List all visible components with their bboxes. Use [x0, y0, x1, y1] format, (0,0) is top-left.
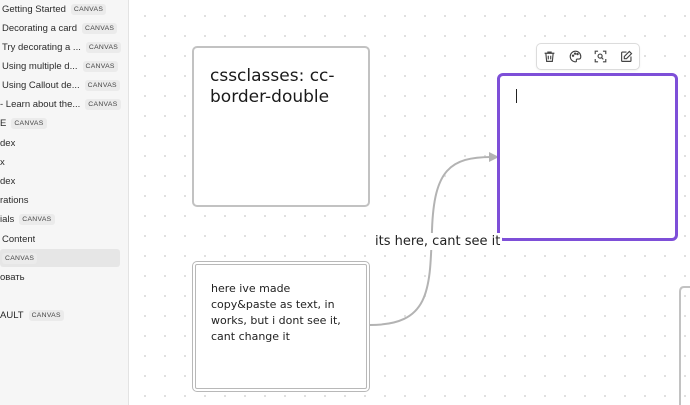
sidebar-item-label: dex [0, 137, 16, 149]
sidebar-item-active[interactable]: CANVAS [0, 249, 120, 267]
sidebar-item-label: Try decorating a ... [2, 41, 81, 53]
sidebar-item[interactable]: dex [0, 134, 127, 152]
edge-label[interactable]: its here, cant see it [373, 233, 503, 250]
sidebar-item[interactable]: Try decorating a ... CANVAS [0, 38, 127, 56]
canvas-badge: CANVAS [70, 3, 107, 15]
canvas-card-title[interactable]: cssclasses: cc-border-double [192, 46, 370, 207]
sidebar-item[interactable]: x [0, 153, 127, 171]
card-heading: cssclasses: cc-border-double [210, 66, 335, 107]
canvas-badge: CANVAS [85, 98, 121, 110]
sidebar-item-label: Getting Started [2, 3, 66, 15]
sidebar-item[interactable]: Getting Started CANVAS [0, 0, 127, 18]
edit-icon[interactable] [617, 48, 635, 66]
canvas-badge: CANVAS [28, 309, 64, 321]
canvas-badge: CANVAS [82, 60, 118, 72]
sidebar-item[interactable]: Using Callout de... CANVAS [0, 76, 127, 94]
sidebar-item[interactable]: AULT CANVAS [0, 306, 127, 324]
sidebar-item-label: E [0, 117, 7, 129]
canvas-card-note[interactable]: here ive made copy&paste as text, in wor… [192, 261, 370, 392]
sidebar-item[interactable]: Decorating a card CANVAS [0, 19, 127, 37]
offscreen-card-edge [679, 286, 690, 405]
card-text: here ive made copy&paste as text, in wor… [211, 282, 341, 343]
sidebar-item[interactable]: Using multiple d... CANVAS [0, 57, 127, 75]
sidebar-item-label: dex [0, 175, 16, 187]
sidebar-item-label: Using Callout de... [2, 79, 80, 91]
card-toolbar [536, 43, 640, 70]
trash-icon[interactable] [541, 48, 559, 66]
canvas-badge: CANVAS [2, 252, 38, 264]
canvas-badge: CANVAS [85, 41, 122, 53]
sidebar-item[interactable]: овать [0, 268, 127, 286]
sidebar-item[interactable]: Content [0, 230, 127, 248]
zoom-to-selection-icon[interactable] [592, 48, 610, 66]
sidebar-item[interactable]: dex [0, 172, 127, 190]
canvas-badge: CANVAS [84, 79, 120, 91]
sidebar-item-label: Content [2, 233, 36, 245]
canvas-badge: CANVAS [81, 22, 118, 34]
connection-edge[interactable] [369, 156, 493, 326]
sidebar-item[interactable]: E CANVAS [0, 114, 127, 132]
sidebar-item-label: x [0, 156, 5, 168]
selected-canvas-card[interactable] [497, 73, 678, 241]
sidebar-item-label: rations [0, 194, 29, 206]
sidebar-item-label: Decorating a card [2, 22, 77, 34]
sidebar-item-label: Using multiple d... [2, 60, 78, 72]
sidebar-item[interactable]: rations [0, 191, 127, 209]
sidebar-item-label: овать [0, 271, 25, 283]
sidebar-item-label: ials [0, 213, 15, 225]
text-cursor [516, 89, 517, 103]
sidebar-item[interactable]: - Learn about the... CANVAS [0, 95, 127, 113]
sidebar-item[interactable]: ials CANVAS [0, 210, 127, 228]
edge-arrowhead [489, 152, 499, 162]
palette-icon[interactable] [566, 48, 584, 66]
canvas-badge: CANVAS [19, 213, 55, 225]
sidebar-item-label: AULT [0, 309, 24, 321]
sidebar-item-label: - Learn about the... [0, 98, 81, 110]
canvas-badge: CANVAS [11, 117, 47, 129]
